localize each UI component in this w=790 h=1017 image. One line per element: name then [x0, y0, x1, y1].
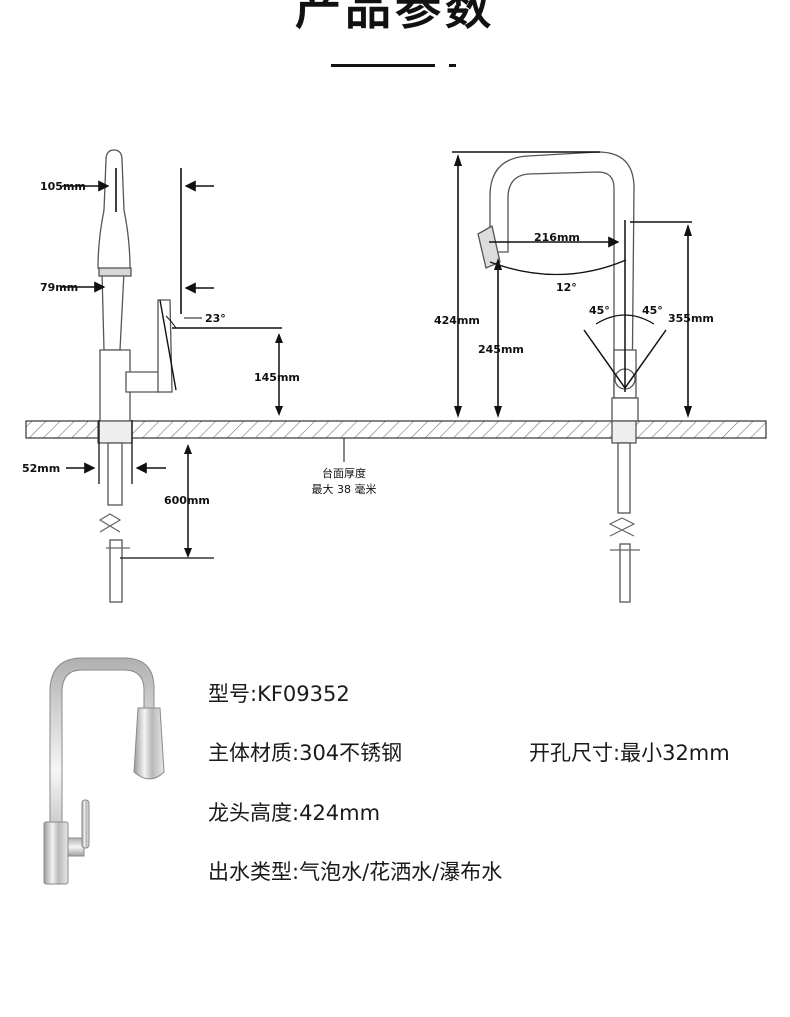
countertop-note-line2: 最大 38 毫米 — [312, 482, 377, 496]
dim-105: 105mm — [40, 180, 86, 193]
dimension-diagram: 台面厚度 最大 38 毫米 105mm 79mm 23° 145mm 52mm … — [22, 149, 767, 603]
dim-355: 355mm — [668, 312, 714, 325]
product-photo — [43, 657, 165, 885]
title-underline — [331, 64, 435, 67]
dim-12-angle: 12° — [556, 281, 577, 294]
spec-hole-value: 最小32mm — [620, 741, 730, 765]
spec-material-label: 主体材质: — [208, 741, 300, 765]
countertop-note-line1: 台面厚度 — [322, 466, 366, 480]
dim-145: 145mm — [254, 371, 300, 384]
countertop — [25, 420, 767, 439]
dim-45-left: 45° — [589, 304, 610, 317]
dim-79: 79mm — [40, 281, 78, 294]
left-faucet-drawing — [97, 149, 173, 603]
spec-height: 龙头高度:424mm — [208, 797, 380, 827]
spec-water-label: 出水类型: — [208, 860, 300, 884]
dim-424: 424mm — [434, 314, 480, 327]
spec-model: 型号:KF09352 — [208, 678, 350, 708]
spec-model-value: KF09352 — [257, 682, 350, 706]
dim-52: 52mm — [22, 462, 60, 475]
spec-material: 主体材质:304不锈钢 — [208, 737, 402, 767]
spec-material-value: 304不锈钢 — [299, 741, 403, 765]
spec-hole-label: 开孔尺寸: — [529, 741, 621, 765]
spec-model-label: 型号: — [208, 682, 258, 706]
dim-245: 245mm — [478, 343, 524, 356]
spec-height-value: 424mm — [299, 801, 381, 825]
page-title: 产品参数 — [295, 0, 495, 35]
title-underline-dot — [449, 64, 456, 67]
dim-600: 600mm — [164, 494, 210, 507]
dim-216: 216mm — [534, 231, 580, 244]
spec-water-value: 气泡水/花洒水/瀑布水 — [299, 860, 503, 884]
spec-hole: 开孔尺寸:最小32mm — [529, 737, 730, 767]
spec-height-label: 龙头高度: — [208, 801, 300, 825]
dim-23-angle: 23° — [205, 312, 226, 325]
dim-45-right: 45° — [642, 304, 663, 317]
spec-water: 出水类型:气泡水/花洒水/瀑布水 — [208, 856, 502, 886]
